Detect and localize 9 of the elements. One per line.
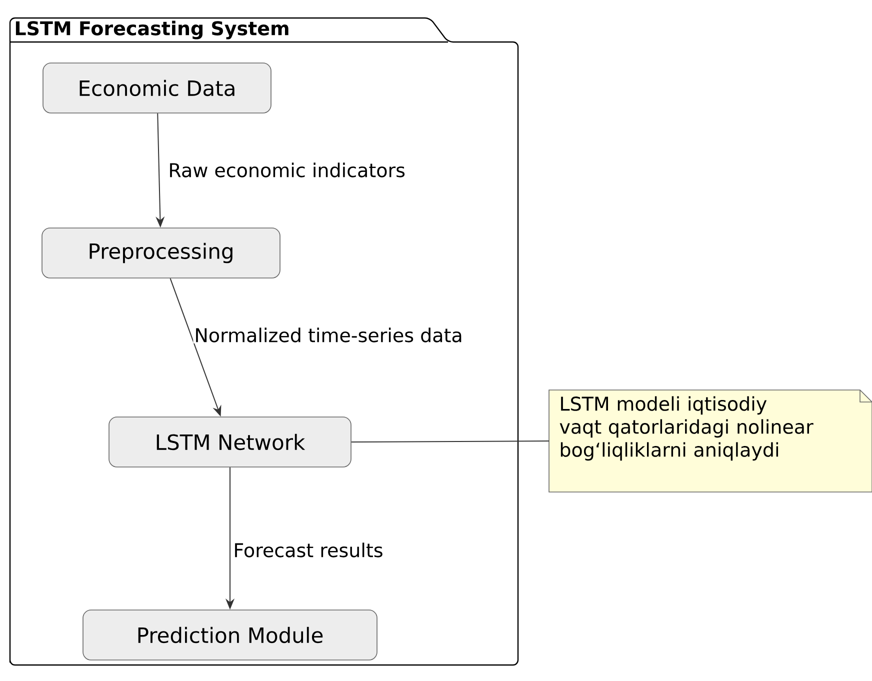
process-box: Preprocessing xyxy=(42,228,280,278)
edge-label: Raw economic indicators xyxy=(167,162,406,178)
process-box: LSTM Network xyxy=(108,416,352,468)
note-box: LSTM modeli iqtisodiy vaqt qatorlaridagi nolinear bog‘liqliklarni aniqlaydi xyxy=(548,390,872,492)
process-box: Economic Data xyxy=(42,62,272,114)
note-connector xyxy=(350,440,550,442)
edge-label: Normalized time-series data xyxy=(193,326,464,344)
process-box: Prediction Module xyxy=(82,610,378,660)
edge-label: Forecast results xyxy=(232,542,384,558)
